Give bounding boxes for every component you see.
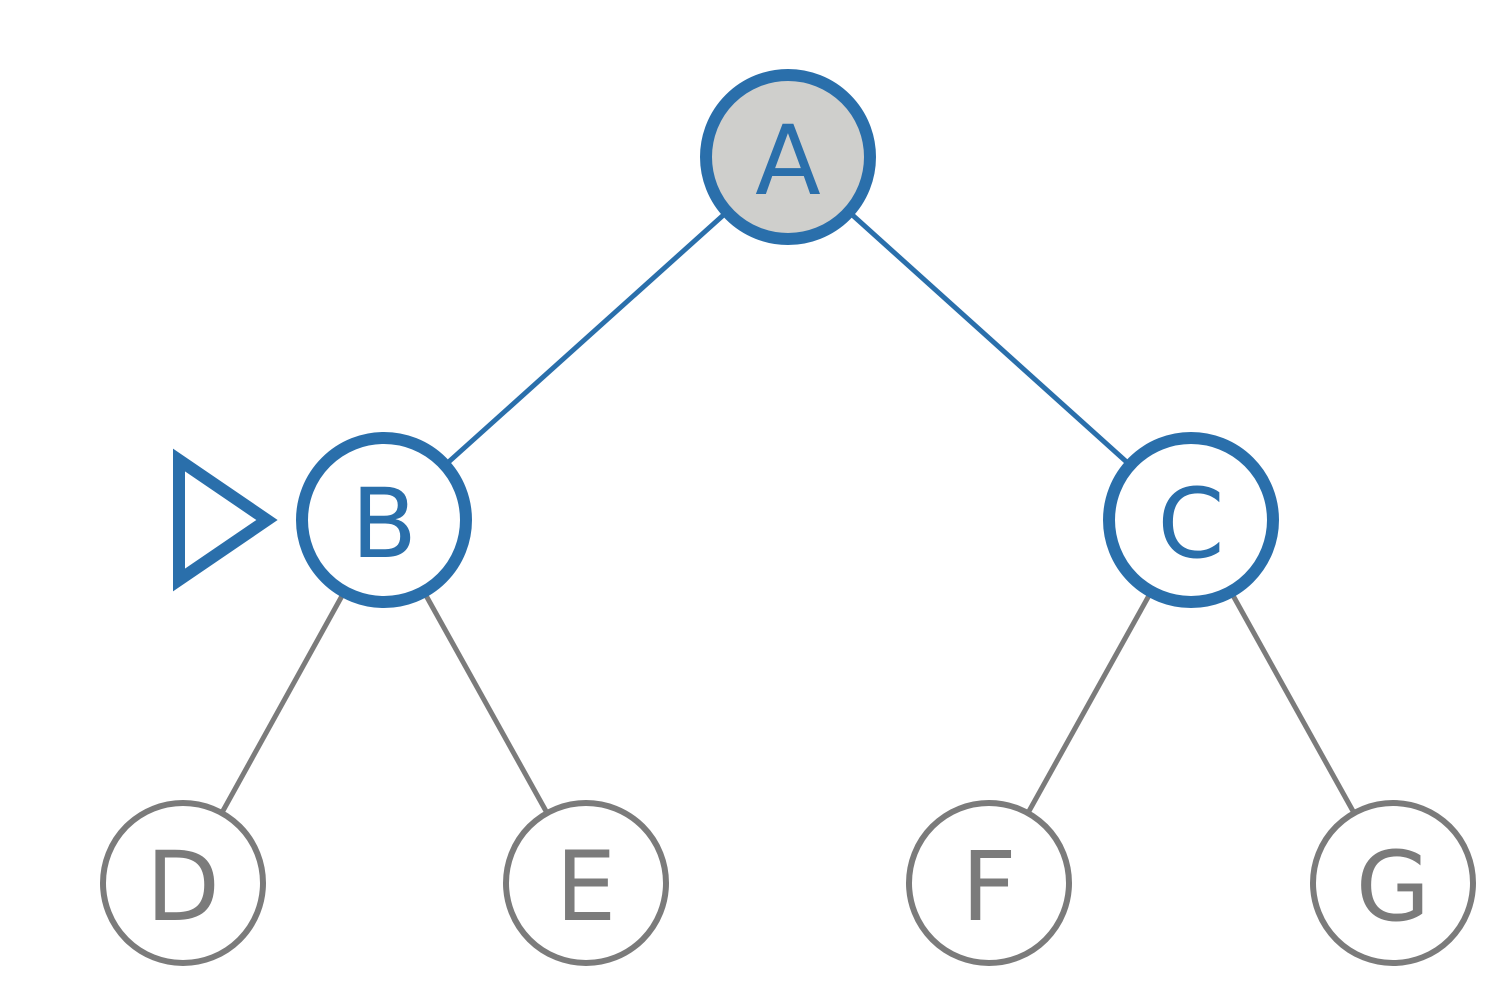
edge-a-b — [382, 155, 790, 522]
node-circle — [503, 800, 669, 966]
node-circle — [906, 800, 1072, 966]
tree-node-c: C — [1103, 432, 1279, 608]
tree-node-g: G — [1310, 800, 1476, 966]
node-circle — [296, 432, 472, 608]
node-label: F — [961, 831, 1016, 943]
edge-a-c — [786, 155, 1193, 522]
node-circle — [1310, 800, 1476, 966]
tree-node-a: A — [700, 69, 876, 245]
tree-node-b: B — [296, 432, 472, 608]
node-label: E — [556, 831, 617, 943]
tree-node-e: E — [503, 800, 669, 966]
node-circle — [700, 69, 876, 245]
node-label: D — [146, 831, 220, 943]
node-label: C — [1157, 468, 1224, 580]
tree-node-f: F — [906, 800, 1072, 966]
current-node-pointer-icon — [173, 448, 278, 592]
node-circle — [1103, 432, 1279, 608]
node-label: B — [351, 468, 417, 580]
node-circle — [100, 800, 266, 966]
pointer-layer — [173, 448, 278, 592]
tree-node-d: D — [100, 800, 266, 966]
node-label: A — [755, 105, 821, 217]
nodes-layer: A B C D E F G — [100, 69, 1476, 966]
node-label: G — [1356, 831, 1430, 943]
